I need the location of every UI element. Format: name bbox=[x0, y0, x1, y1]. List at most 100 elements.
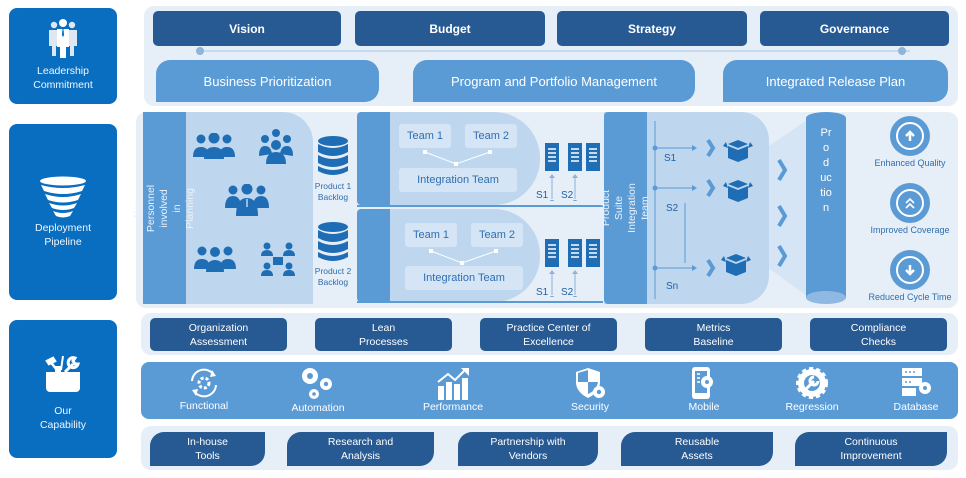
testing-regression: Regression bbox=[780, 366, 844, 413]
product2-backlog-label: Product 2 Backlog bbox=[314, 266, 352, 287]
server-icon bbox=[586, 143, 600, 171]
product2-base-line bbox=[357, 301, 603, 303]
our-capability-tile: Our Capability bbox=[9, 320, 117, 458]
testing-label: Performance bbox=[422, 401, 484, 413]
chevron-right-icon bbox=[706, 178, 716, 198]
product1-backlog-label: Product 1 Backlog bbox=[314, 181, 352, 202]
testing-label: Regression bbox=[785, 401, 839, 413]
crowd-icon bbox=[256, 128, 296, 169]
p1-stream-s1: S1 bbox=[536, 190, 549, 201]
testing-label: Functional bbox=[179, 400, 229, 412]
testing-label: Security bbox=[571, 401, 609, 413]
leadership-commitment-tile: Leadership Commitment bbox=[9, 8, 117, 104]
resource-inhouse-tools: In-house Tools bbox=[150, 432, 265, 466]
p2-team-connector bbox=[429, 249, 498, 265]
p1-integration-team: Integration Team bbox=[399, 168, 517, 192]
arrow-down-circle-icon bbox=[896, 256, 924, 284]
connector-dot-end bbox=[898, 47, 906, 55]
resource-continuous-improvement: Continuous Improvement bbox=[795, 432, 947, 466]
testing-automation: Automation bbox=[284, 366, 352, 414]
testing-label: Database bbox=[893, 401, 939, 413]
production-cylinder-top bbox=[806, 112, 846, 124]
package-icon bbox=[721, 254, 751, 276]
production-chevrons bbox=[777, 158, 788, 268]
deployment-label: Deployment Pipeline bbox=[34, 222, 92, 248]
function-program-portfolio: Program and Portfolio Management bbox=[413, 60, 695, 102]
suite-stream-s2: S2 bbox=[666, 203, 679, 214]
resource-research-analysis: Research and Analysis bbox=[287, 432, 434, 466]
p2-integration-team: Integration Team bbox=[405, 266, 523, 290]
production-label: Production bbox=[820, 127, 832, 214]
benefit-enhanced-quality: Enhanced Quality bbox=[855, 116, 965, 168]
chevron-right-icon bbox=[706, 258, 716, 278]
function-business-prioritization: Business Prioritization bbox=[156, 60, 379, 102]
benefit-label: Improved Coverage bbox=[870, 225, 950, 235]
suite-label-bar: Product Suite Integration team bbox=[600, 112, 651, 304]
p2-servers bbox=[545, 239, 600, 297]
suite-flow bbox=[652, 121, 753, 299]
p2-team2: Team 2 bbox=[471, 223, 523, 247]
double-chevron-up-circle-icon bbox=[896, 189, 924, 217]
key-personnel-label: Key Personnel involved in Planning bbox=[132, 184, 196, 232]
testing-functional: Functional bbox=[172, 367, 236, 412]
suite-label: Product Suite Integration team bbox=[599, 183, 651, 233]
practice-compliance-checks: Compliance Checks bbox=[810, 318, 947, 351]
package-icon bbox=[723, 140, 753, 162]
server-icon bbox=[545, 143, 559, 171]
meeting-team-icon bbox=[193, 244, 237, 277]
product1-base-line bbox=[357, 205, 603, 207]
benefit-label: Enhanced Quality bbox=[874, 158, 946, 168]
p1-team2: Team 2 bbox=[465, 124, 517, 148]
production-wedge bbox=[760, 118, 810, 298]
chevron-right-icon bbox=[777, 244, 788, 268]
p2-stream-s1: S1 bbox=[536, 287, 549, 298]
pillar-vision: Vision bbox=[153, 11, 341, 46]
growth-chart-icon bbox=[437, 368, 469, 400]
gears-icon bbox=[302, 368, 332, 399]
key-personnel-label-bar: Key Personnel involved in Planning bbox=[132, 112, 196, 304]
shield-gear-icon bbox=[576, 368, 605, 398]
deployment-pipeline-tile: Deployment Pipeline bbox=[9, 124, 117, 300]
p2-team1: Team 1 bbox=[405, 223, 457, 247]
product1-database-icon bbox=[317, 136, 349, 181]
benefit-reduced-cycle-time: Reduced Cycle Time bbox=[855, 250, 965, 302]
product2-lane-bar bbox=[357, 209, 390, 302]
practice-center-excellence: Practice Center of Excellence bbox=[480, 318, 617, 351]
benefit-improved-coverage: Improved Coverage bbox=[855, 183, 965, 235]
toolbox-icon bbox=[9, 354, 117, 394]
server-gear-icon bbox=[902, 368, 931, 396]
wrench-gear-icon bbox=[796, 367, 828, 399]
leadership-team-icon bbox=[9, 18, 117, 58]
pillar-governance: Governance bbox=[760, 11, 949, 46]
server-icon bbox=[568, 239, 582, 267]
connector-dot-start bbox=[196, 47, 204, 55]
production-cylinder bbox=[806, 118, 846, 298]
pillar-strategy: Strategy bbox=[557, 11, 747, 46]
production-cylinder-bottom bbox=[806, 291, 846, 304]
testing-database: Database bbox=[886, 366, 946, 413]
suite-stream-s1: S1 bbox=[664, 153, 677, 164]
p1-team-connector bbox=[423, 150, 492, 166]
chevron-right-icon bbox=[777, 158, 788, 182]
testing-security: Security bbox=[560, 366, 620, 413]
arrow-up-circle-icon bbox=[896, 122, 924, 150]
benefit-label: Reduced Cycle Time bbox=[868, 292, 952, 302]
chevron-right-icon bbox=[706, 138, 716, 158]
chevron-right-icon bbox=[777, 204, 788, 228]
funnel-icon bbox=[9, 176, 117, 222]
resource-reusable-assets: Reusable Assets bbox=[621, 432, 773, 466]
function-integrated-release-plan: Integrated Release Plan bbox=[723, 60, 948, 102]
testing-mobile: Mobile bbox=[679, 366, 729, 413]
resource-partnership-vendors: Partnership with Vendors bbox=[458, 432, 598, 466]
server-icon bbox=[568, 143, 582, 171]
network-people-icon bbox=[260, 242, 296, 283]
cycle-gear-icon bbox=[191, 368, 217, 398]
p1-team1: Team 1 bbox=[399, 124, 451, 148]
leadership-label: Leadership Commitment bbox=[33, 65, 93, 91]
testing-label: Automation bbox=[291, 402, 345, 414]
p2-stream-s2: S2 bbox=[561, 287, 574, 298]
group-icon bbox=[192, 132, 236, 164]
p1-servers bbox=[545, 143, 600, 201]
practice-org-assessment: Organization Assessment bbox=[150, 318, 287, 351]
business-team-icon bbox=[224, 183, 270, 221]
